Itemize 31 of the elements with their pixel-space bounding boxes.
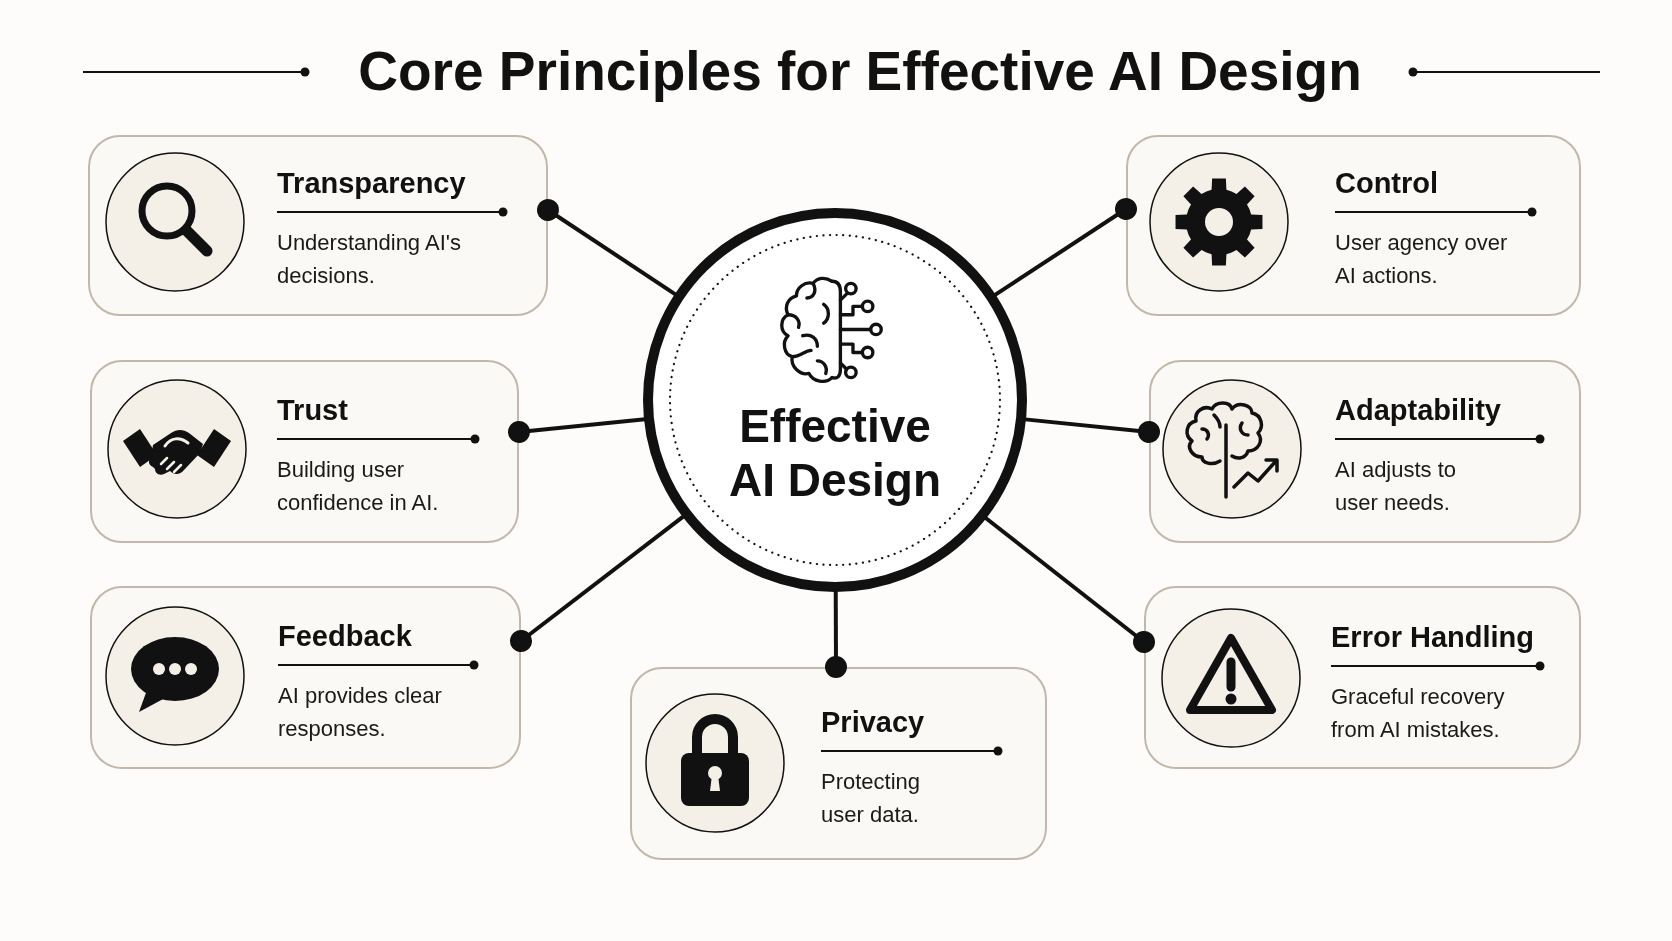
card-description: AI provides clear responses.: [278, 682, 443, 743]
card-description: Understanding AI's decisions.: [277, 229, 462, 290]
connector-line: [993, 198, 1137, 297]
card-description: Graceful recovery from AI mistakes.: [1331, 683, 1506, 744]
card-description: Building user confidence in AI.: [277, 456, 440, 517]
connector-line: [510, 514, 685, 652]
connector-line: [984, 516, 1155, 653]
card-heading: Trust: [277, 393, 348, 427]
card-description: AI adjusts to user needs.: [1335, 456, 1458, 517]
card-heading: Adaptability: [1335, 393, 1501, 427]
principle-card: [1149, 360, 1581, 543]
principle-card: [90, 360, 519, 543]
hub-circle: [643, 208, 1027, 592]
connector-line: [508, 417, 646, 443]
principle-card: [1144, 586, 1581, 769]
connector-line: [537, 199, 677, 297]
principle-card: [1126, 135, 1581, 316]
principle-card: [630, 667, 1047, 860]
principle-card: [90, 586, 521, 769]
card-heading: Control: [1335, 166, 1439, 200]
card-description: User agency over AI actions.: [1335, 229, 1509, 290]
hub-label: Effective AI Design: [727, 399, 943, 507]
connector-line: [825, 591, 847, 678]
card-heading: Error Handling: [1331, 620, 1534, 654]
card-heading: Feedback: [278, 619, 412, 653]
card-description: Protecting user data.: [821, 768, 922, 829]
card-heading: Transparency: [277, 166, 466, 200]
card-heading: Privacy: [821, 705, 925, 739]
connector-line: [1024, 417, 1160, 443]
principle-card: [88, 135, 548, 316]
diagram-title: Core Principles for Effective AI Design: [358, 39, 1362, 104]
